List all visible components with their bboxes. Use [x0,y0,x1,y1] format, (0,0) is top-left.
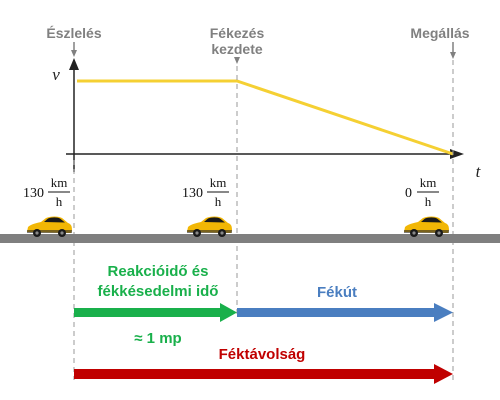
speed-unit-denominator: h [215,194,222,209]
event-braking-start-label-line2: kezdete [211,41,263,57]
speed-unit-denominator: h [425,194,432,209]
speed-unit-numerator: km [51,175,68,190]
y-axis-label: v [52,65,60,84]
reaction-approx-label: ≈ 1 mp [134,330,181,347]
speed-detection: 130 km h [23,175,70,209]
stopping-distance-label: Féktávolság [219,346,306,363]
speed-stop: 0 km h [405,175,439,209]
arrow-down-icon [71,50,77,57]
car-icon [187,216,232,237]
speed-value: 130 [182,186,203,201]
speed-unit-numerator: km [420,175,437,190]
speed-unit-denominator: h [56,194,63,209]
event-braking-start-label-line1: Fékezés [210,25,265,41]
speed-value: 130 [23,186,44,201]
arrow-down-icon [234,57,240,64]
braking-arrowhead [434,303,453,322]
speed-value: 0 [405,186,412,201]
reaction-arrow [74,308,222,317]
braking-arrow [237,308,436,317]
speed-braking-start: 130 km h [182,175,229,209]
reaction-label-line2: fékkésedelmi idő [98,283,219,300]
car-icon [27,216,72,237]
event-detection-label: Észlelés [46,25,101,41]
y-axis-arrowhead [69,58,79,70]
reaction-arrowhead [220,303,237,322]
arrow-down-icon [450,52,456,59]
reaction-label-line1: Reakcióidő és [108,263,209,280]
velocity-line [77,79,454,156]
speed-unit-numerator: km [210,175,227,190]
braking-distance-label: Fékút [317,284,357,301]
x-axis-label: t [476,162,482,181]
event-stop-label: Megállás [410,25,469,41]
road [0,234,500,243]
car-icon [404,216,449,237]
stopping-distance-arrow [74,369,436,379]
stopping-distance-arrowhead [434,364,453,384]
